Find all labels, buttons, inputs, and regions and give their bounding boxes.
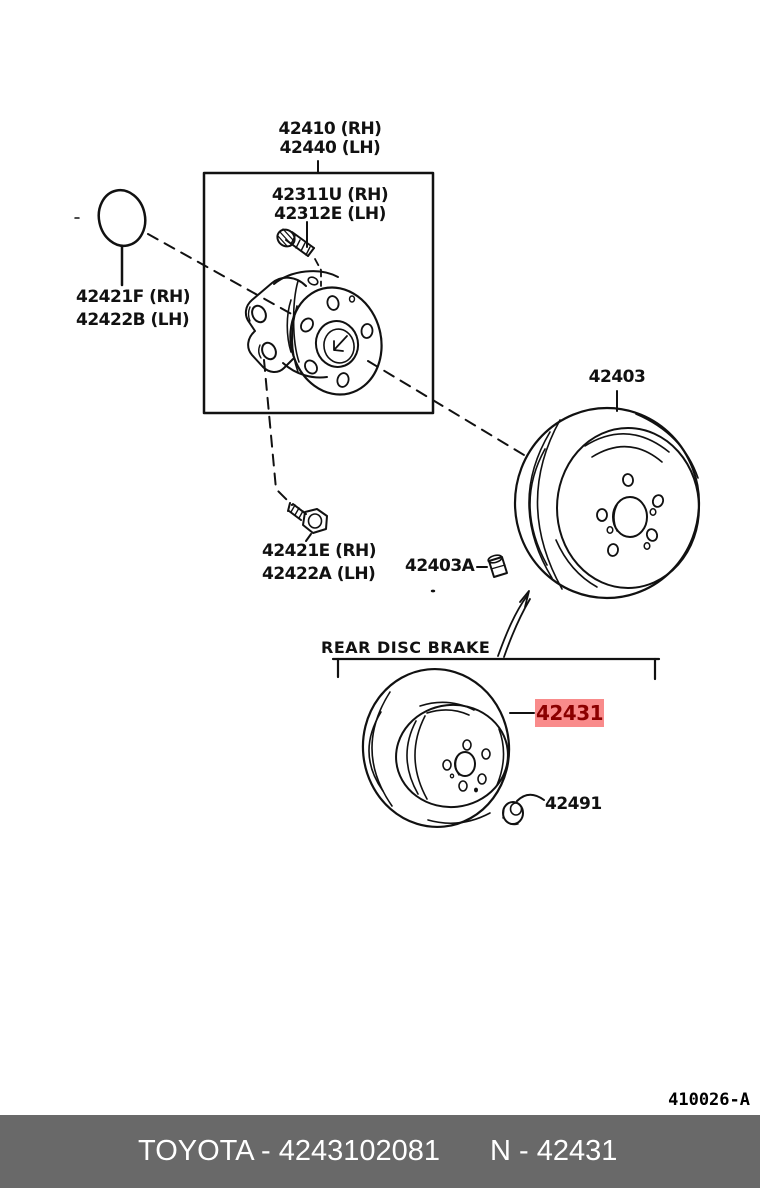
brake-rotor-drawing (361, 667, 535, 829)
part-number-line: 42440 (LH) (279, 138, 381, 158)
label-mount-bolt: 42421E (RH) 42422A (LH) (262, 540, 377, 586)
part-number-line: 42410 (RH) (278, 119, 382, 139)
label-rotor-nut: 42491 (545, 794, 602, 814)
curved-arrow (497, 590, 531, 658)
part-number-line: 42421E (RH) (262, 541, 377, 561)
hub-assembly-drawing (244, 270, 383, 396)
part-number-line: 42311U (RH) (271, 185, 389, 205)
label-seal: 42421F (RH) 42422B (LH) (76, 286, 191, 332)
footer-bar: TOYOTA - 4243102081 N - 42431 (0, 1115, 760, 1188)
part-number-line: 42422A (LH) (262, 564, 376, 584)
leader-dashed-lines (263, 359, 530, 506)
part-number-line: 42422B (LH) (76, 310, 190, 330)
part-number-line: 42421F (RH) (76, 287, 191, 307)
rotor-nut-drawing (502, 793, 545, 826)
hub-detail-box (202, 160, 435, 415)
section-title: REAR DISC BRAKE (321, 638, 491, 657)
section-bracket (331, 657, 661, 681)
part-number-line: 42312E (LH) (274, 204, 386, 224)
seal-ring-drawing (74, 188, 298, 318)
label-hub-bolt: 42311U (RH) 42312E (LH) (255, 186, 405, 224)
hub-bolt-drawing (276, 221, 322, 287)
footer-part-number: N - 42431 (490, 1134, 618, 1167)
footer-part-code: TOYOTA - 4243102081 (138, 1134, 441, 1167)
highlighted-part-rotor[interactable]: 42431 (535, 699, 604, 727)
mount-bolt-drawing (287, 502, 328, 542)
label-drum-plug: 42403A (405, 556, 475, 576)
label-hub-assembly: 42410 (RH) 42440 (LH) (250, 120, 410, 158)
diagram-code: 410026-A (668, 1090, 750, 1110)
drum-plug-drawing (476, 554, 508, 578)
brake-drum-drawing (430, 390, 701, 600)
label-brake-drum: 42403 (588, 367, 646, 387)
